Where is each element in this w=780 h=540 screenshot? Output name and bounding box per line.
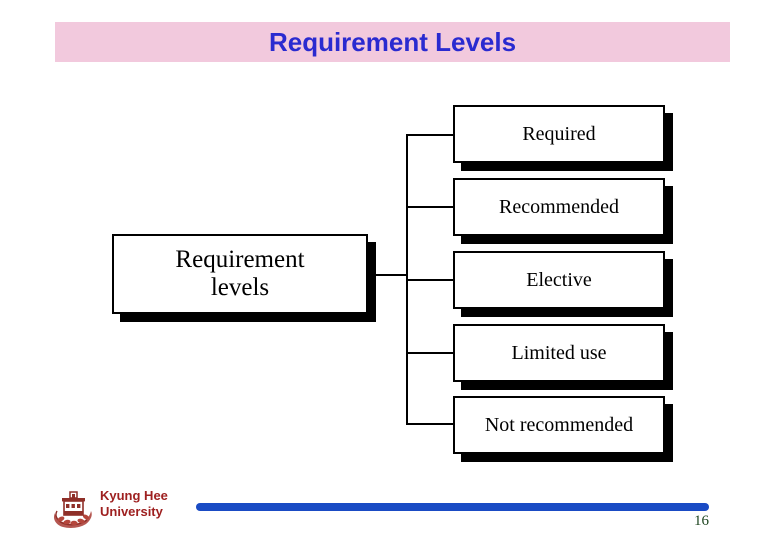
page-number: 16 (694, 513, 709, 529)
leaf-node-label: Required (522, 122, 596, 145)
connector-branch-4 (406, 352, 453, 354)
leaf-node-elective[interactable]: Elective (453, 251, 665, 309)
university-name: Kyung Hee University (100, 488, 210, 520)
connector-branch-2 (406, 206, 453, 208)
root-node-label-line1: Requirement (175, 246, 305, 273)
page-title: Requirement Levels (268, 27, 517, 57)
root-node[interactable]: Requirement levels (112, 234, 368, 314)
root-node-label-line2: levels (210, 274, 270, 301)
leaf-node-label: Elective (526, 268, 592, 291)
connector-branch-1 (406, 134, 453, 136)
university-name-line1: Kyung Hee (100, 488, 168, 503)
title-banner (55, 22, 730, 62)
connector-stem-root (368, 274, 408, 276)
requirement-levels-diagram: Requirement levels Required Recommended … (112, 105, 673, 462)
leaf-node-required[interactable]: Required (453, 105, 665, 163)
leaf-node-not-recommended[interactable]: Not recommended (453, 396, 665, 454)
leaf-node-label: Recommended (499, 195, 619, 218)
footer-rule (196, 503, 709, 511)
leaf-node-recommended[interactable]: Recommended (453, 178, 665, 236)
leaf-node-label: Limited use (511, 341, 607, 364)
leaf-node-label: Not recommended (484, 413, 634, 436)
connector-branch-5 (406, 423, 453, 425)
kyung-hee-crest-icon (53, 491, 92, 528)
leaf-node-limited-use[interactable]: Limited use (453, 324, 665, 382)
university-name-line2: University (100, 504, 163, 519)
connector-branch-3 (406, 279, 453, 281)
